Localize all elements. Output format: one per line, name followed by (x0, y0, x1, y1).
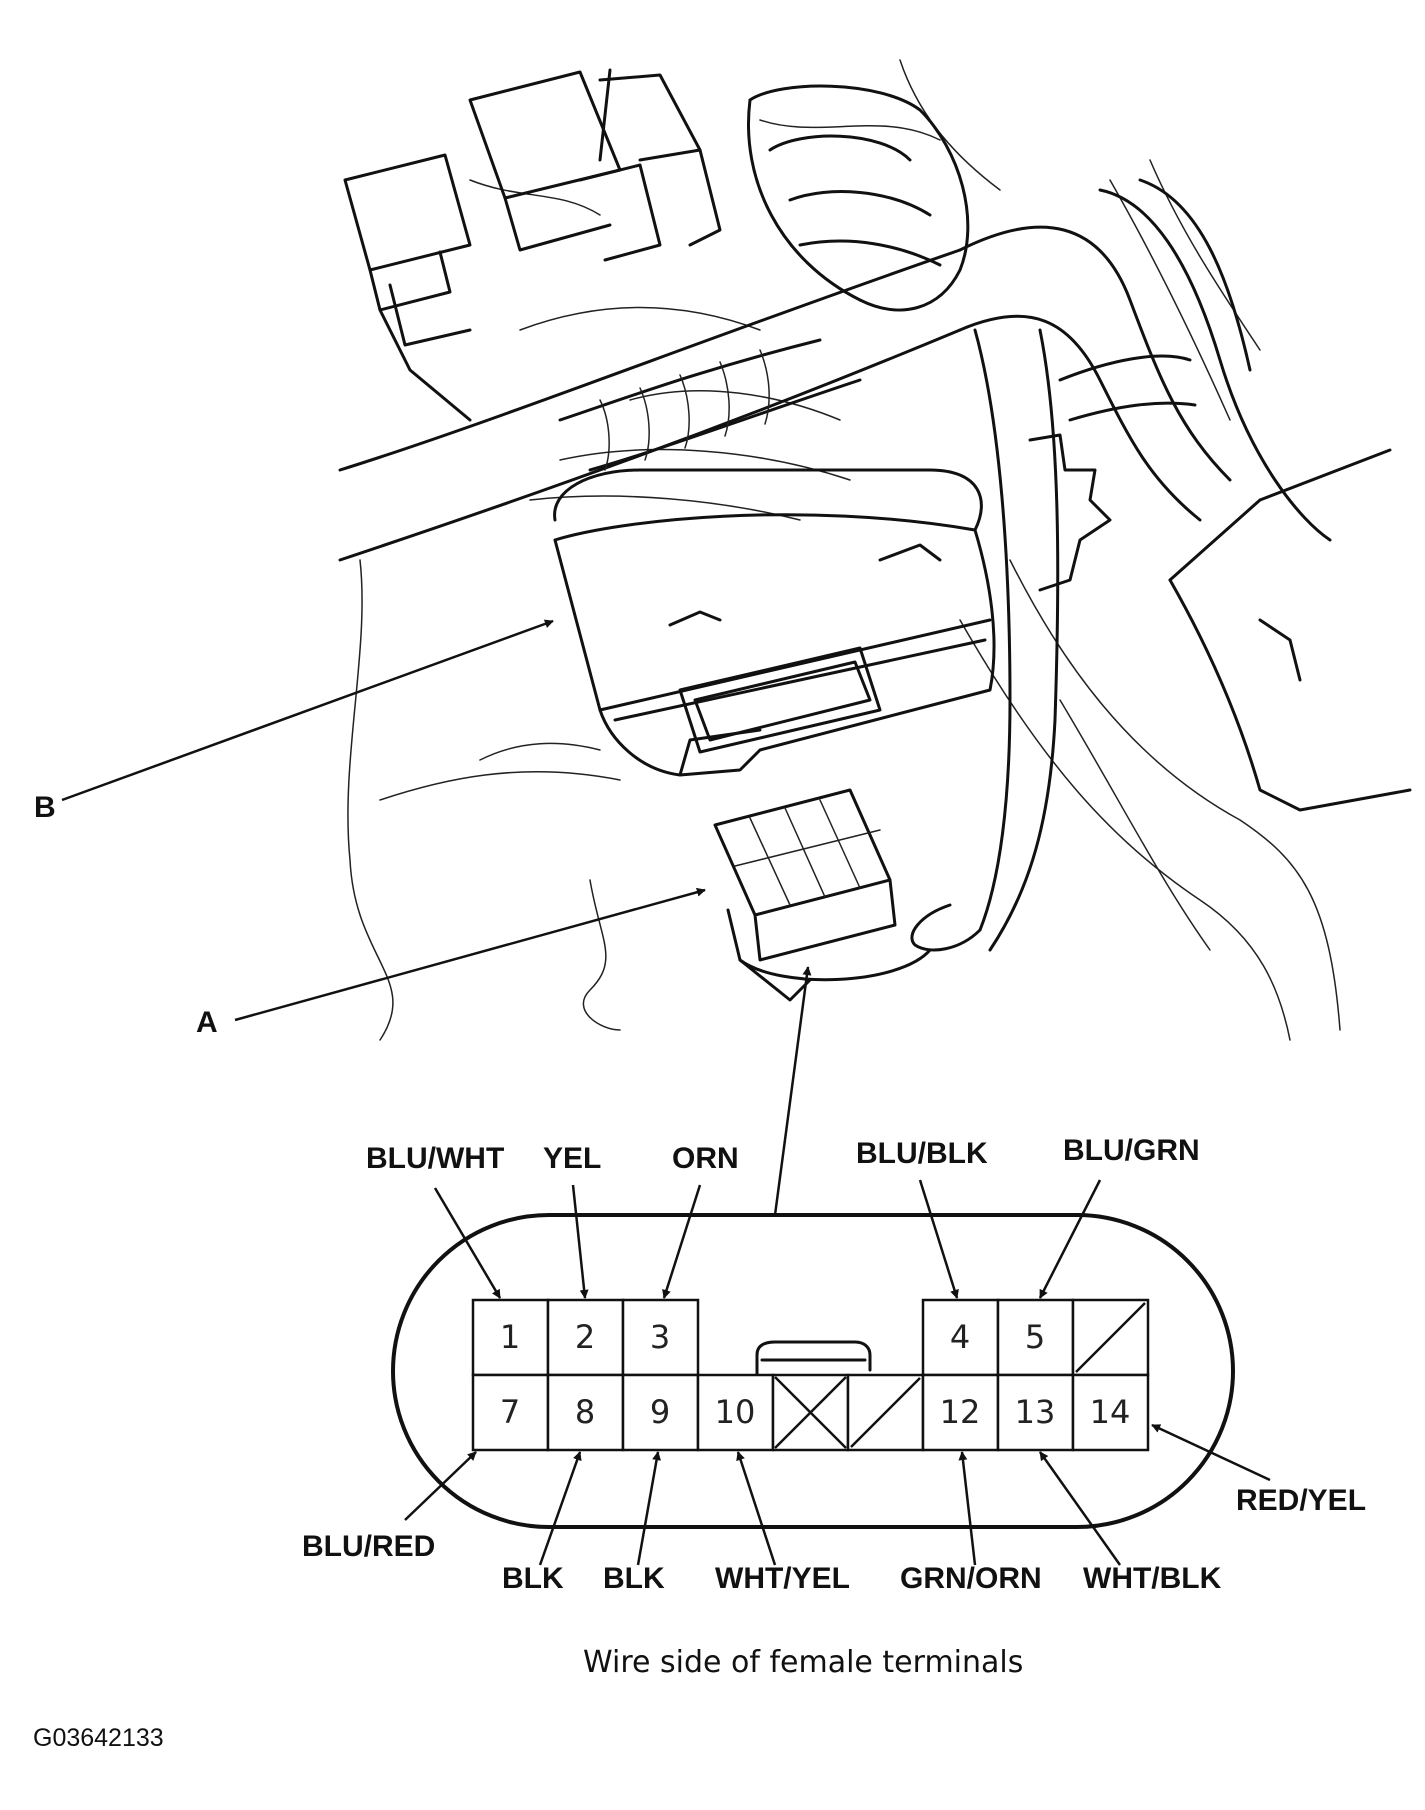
terminal-cell-9 (621, 1373, 700, 1452)
terminal-cell-7 (471, 1373, 550, 1452)
figure-caption: Wire side of female terminals (583, 1645, 1023, 1680)
wire-color-leaders (404, 1179, 1271, 1566)
pin-number-7: 7 (500, 1393, 520, 1431)
pin-number-13: 13 (1015, 1393, 1056, 1431)
pin-number-9: 9 (650, 1393, 670, 1431)
terminal-cell-8 (546, 1373, 625, 1452)
terminal-face-view: 1 2 3 4 5 7 8 9 10 12 13 14 (391, 1213, 1235, 1529)
terminal-cell-1 (471, 1298, 550, 1377)
connector-housing-outline (391, 1213, 1235, 1529)
terminal-cell-4 (921, 1298, 1000, 1377)
pin-number-1: 1 (500, 1318, 520, 1356)
terminal-cell-3 (621, 1298, 700, 1377)
pin-number-4: 4 (950, 1318, 970, 1356)
wire-color-label-8: BLK (502, 1562, 564, 1595)
pin-number-14: 14 (1090, 1393, 1131, 1431)
wire-color-label-2: YEL (543, 1142, 601, 1175)
pin-number-2: 2 (575, 1318, 595, 1356)
terminal-cell-13 (996, 1373, 1075, 1452)
pin-number-12: 12 (940, 1393, 981, 1431)
pin-number-10: 10 (715, 1393, 756, 1431)
terminal-cell-14 (1071, 1373, 1150, 1452)
engine-bay-illustration (338, 59, 1412, 1041)
callout-a: A (196, 1006, 218, 1039)
figure-code: G03642133 (33, 1724, 164, 1752)
wire-color-label-9: BLK (603, 1562, 665, 1595)
connector-latch (755, 1340, 872, 1387)
callout-b: B (34, 791, 56, 824)
leader-a (234, 887, 706, 1022)
wire-color-label-3: ORN (672, 1142, 739, 1175)
terminal-cell-12 (921, 1373, 1000, 1452)
wire-color-label-1: BLU/WHT (366, 1142, 504, 1175)
connector-pointer-arrow (773, 966, 812, 1216)
wire-color-label-5: BLU/GRN (1063, 1134, 1200, 1167)
wire-color-label-7: BLU/RED (302, 1530, 435, 1563)
wire-color-label-4: BLU/BLK (856, 1137, 988, 1170)
leader-b (61, 619, 554, 802)
pin-number-8: 8 (575, 1393, 595, 1431)
wire-color-label-12: GRN/ORN (900, 1562, 1042, 1595)
wire-color-label-14: RED/YEL (1236, 1484, 1366, 1517)
wire-color-label-10: WHT/YEL (715, 1562, 850, 1595)
wire-color-label-13: WHT/BLK (1083, 1562, 1222, 1595)
pin-number-3: 3 (650, 1318, 670, 1356)
pin-number-5: 5 (1025, 1318, 1045, 1356)
